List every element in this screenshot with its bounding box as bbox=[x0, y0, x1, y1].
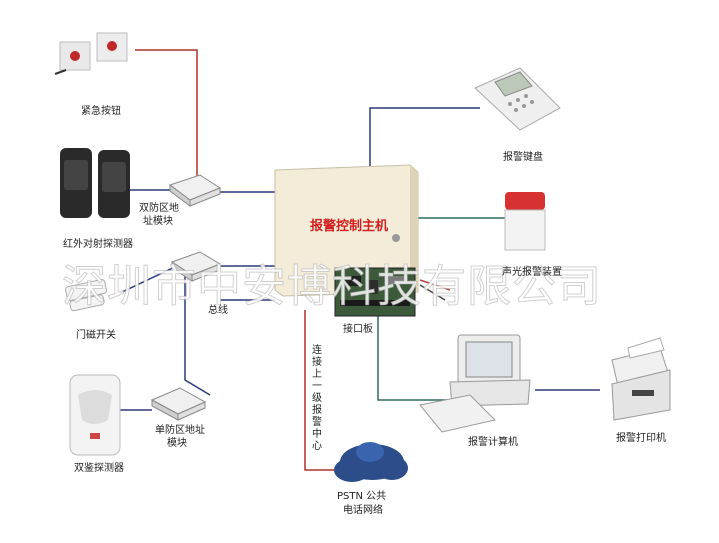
emergency-button-device bbox=[54, 32, 128, 75]
wire-bus bbox=[184, 264, 211, 396]
dual-tech-detector-device bbox=[69, 374, 121, 456]
ir-detector-device bbox=[60, 148, 130, 218]
door-magnet-label: 门磁开关 bbox=[76, 330, 116, 341]
dual-tech-detector-label: 双鉴探测器 bbox=[74, 463, 124, 474]
printer-label: 报警打印机 bbox=[616, 433, 666, 444]
watermark-text: 深圳市中安博科技有限公司 bbox=[62, 261, 602, 313]
control-host-title: 报警控制主机 bbox=[310, 219, 389, 234]
pstn-label-line2: 电话网络 bbox=[343, 505, 383, 516]
wire-computer bbox=[377, 310, 455, 401]
pstn-label: PSTN 公共 bbox=[337, 491, 387, 502]
door-magnet-device bbox=[65, 279, 107, 312]
emergency-button-label: 紧急按钮 bbox=[81, 106, 121, 117]
keypad-device bbox=[474, 67, 561, 131]
siren-label: 声光报警装置 bbox=[502, 267, 562, 278]
upper-center-label: 连接上一级报警中心 bbox=[312, 345, 322, 452]
door-zone-module bbox=[170, 251, 222, 282]
dual-zone-module-label: 双防区地 bbox=[139, 203, 179, 214]
pstn-cloud bbox=[334, 442, 408, 482]
single-zone-module-label-line2: 模块 bbox=[167, 438, 187, 449]
single-zone-module bbox=[150, 387, 207, 421]
interface-board-label: 接口板 bbox=[343, 324, 373, 335]
dual-zone-module bbox=[168, 174, 222, 207]
wire-pstn bbox=[304, 310, 345, 471]
computer-label: 报警计算机 bbox=[468, 437, 518, 448]
wire-keypad bbox=[369, 107, 480, 170]
printer-device bbox=[611, 337, 671, 421]
ir-detector-label: 红外对射探测器 bbox=[63, 239, 133, 250]
wire-emergency bbox=[135, 49, 198, 178]
dual-zone-module-label-line2: 址模块 bbox=[143, 216, 173, 227]
siren-device bbox=[504, 192, 546, 251]
computer-device bbox=[419, 334, 531, 433]
interface-board bbox=[334, 267, 451, 317]
control-panel-box bbox=[274, 164, 419, 297]
bus-label: 总线 bbox=[208, 305, 228, 316]
keypad-label: 报警键盘 bbox=[503, 152, 543, 163]
single-zone-module-label: 单防区地址 bbox=[155, 425, 205, 436]
